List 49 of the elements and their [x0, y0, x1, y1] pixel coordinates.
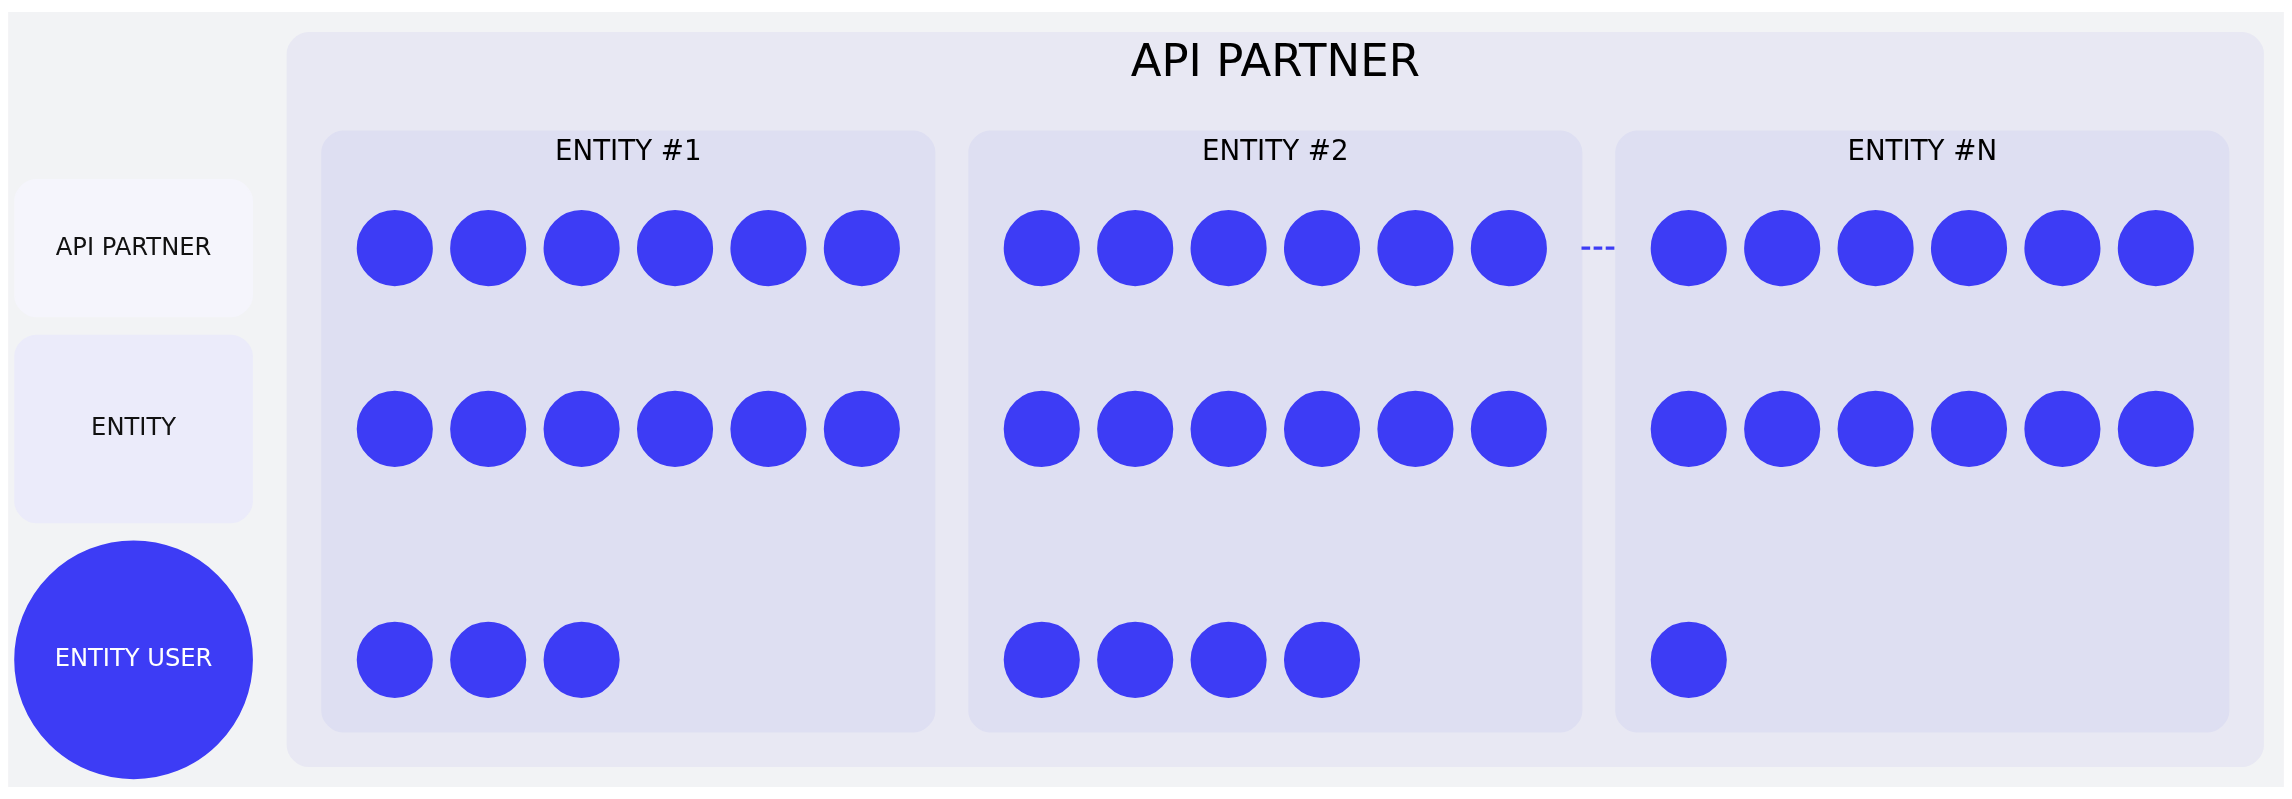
node-circle: [2117, 210, 2194, 287]
node-circle: [2117, 390, 2194, 467]
node-circle: [1283, 621, 1361, 698]
node-circle: [1003, 210, 1080, 287]
node-circle: [1470, 390, 1547, 467]
node-circle: [2024, 390, 2101, 467]
node-circle: [450, 621, 527, 698]
node-circle: [543, 390, 620, 467]
node-circle: [356, 210, 433, 287]
node-circle: [823, 390, 900, 467]
node-circle: [356, 390, 433, 467]
connector: [1581, 246, 1617, 250]
node-circle: [636, 210, 714, 287]
node-circle: [1003, 621, 1080, 698]
node-circle: [450, 210, 527, 287]
node-circle: [1377, 210, 1454, 287]
node-circle: [543, 621, 620, 698]
node-circle: [1930, 210, 2008, 287]
node-circle: [1470, 210, 1547, 287]
node-circle: [1650, 390, 1727, 467]
node-circle: [1097, 621, 1174, 698]
cluster: ENTITY #2: [968, 130, 1583, 733]
node-circle: [636, 390, 714, 467]
node-circle: [1283, 210, 1361, 287]
node-circle: [450, 390, 527, 467]
node-circle: ENTITY USER: [14, 540, 253, 780]
node-circle: [356, 621, 433, 698]
node-circle: [1930, 390, 2008, 467]
node-circle: [1837, 210, 1914, 287]
node-circle: [2024, 210, 2101, 287]
node-circle: [1097, 390, 1174, 467]
node-circle: [1837, 390, 1914, 467]
node-circle: [1650, 621, 1727, 698]
node-circle: [1377, 390, 1454, 467]
node-circle: [1744, 210, 1821, 287]
node-circle: [1744, 390, 1821, 467]
cluster: ENTITY #1: [321, 130, 936, 733]
node-circle: [823, 210, 900, 287]
cluster: ENTITY #N: [1615, 130, 2230, 733]
node-circle: [1190, 621, 1267, 698]
node-circle: [1650, 210, 1727, 287]
node-circle: [730, 210, 807, 287]
node-circle: [730, 390, 807, 467]
node-circle: [543, 210, 620, 287]
node-circle: [1190, 390, 1267, 467]
node-circle: [1097, 210, 1174, 287]
node-circle: [1190, 210, 1267, 287]
node-circle: [1283, 390, 1361, 467]
node-circle: [1003, 390, 1080, 467]
